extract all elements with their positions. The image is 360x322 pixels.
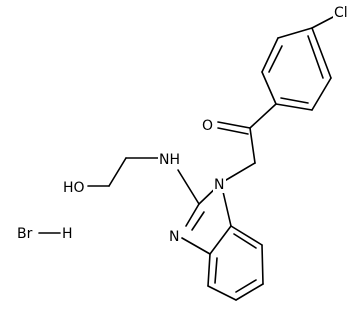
- imidazole-n3-label: N: [169, 229, 179, 245]
- bond: [207, 285, 237, 301]
- bond: [249, 127, 256, 164]
- double-bond-inner: [268, 45, 283, 73]
- bond: [261, 37, 279, 73]
- bond: [220, 162, 256, 184]
- double-bond: [185, 203, 200, 227]
- bond: [261, 244, 264, 285]
- bond-c-cl: [311, 15, 336, 29]
- bond: [261, 71, 277, 105]
- bond: [177, 169, 200, 205]
- chlorophenyl-ring: [261, 27, 332, 111]
- bond: [311, 77, 332, 111]
- imidazole-n1-label: N: [214, 177, 224, 193]
- double-bond-inner: [235, 279, 257, 293]
- hydrogen-label: H: [62, 226, 73, 242]
- bond: [277, 27, 313, 39]
- double-bond-inner: [280, 97, 309, 104]
- bond: [108, 157, 127, 187]
- bond: [209, 225, 232, 255]
- bond: [181, 237, 211, 255]
- bromine-label: Br: [17, 226, 33, 242]
- double-bond-inner: [214, 257, 218, 284]
- hydroxyl-label: HO: [63, 180, 85, 196]
- benzimidazole-ring: [181, 182, 264, 301]
- bond: [230, 225, 263, 246]
- double-bond-inner: [307, 35, 324, 79]
- bond: [249, 103, 277, 129]
- amine-nh-label: NH: [159, 152, 180, 168]
- chlorine-atom-label: Cl: [334, 5, 348, 21]
- carbonyl-double-bond: [217, 121, 251, 129]
- carbonyl-double-bond: [217, 127, 249, 135]
- double-bond: [191, 211, 205, 231]
- carbonyl-oxygen-label: O: [202, 118, 213, 134]
- bond: [207, 253, 211, 287]
- bond: [235, 283, 264, 301]
- double-bond-inner: [233, 233, 257, 249]
- bond: [311, 27, 332, 79]
- bond: [275, 103, 313, 111]
